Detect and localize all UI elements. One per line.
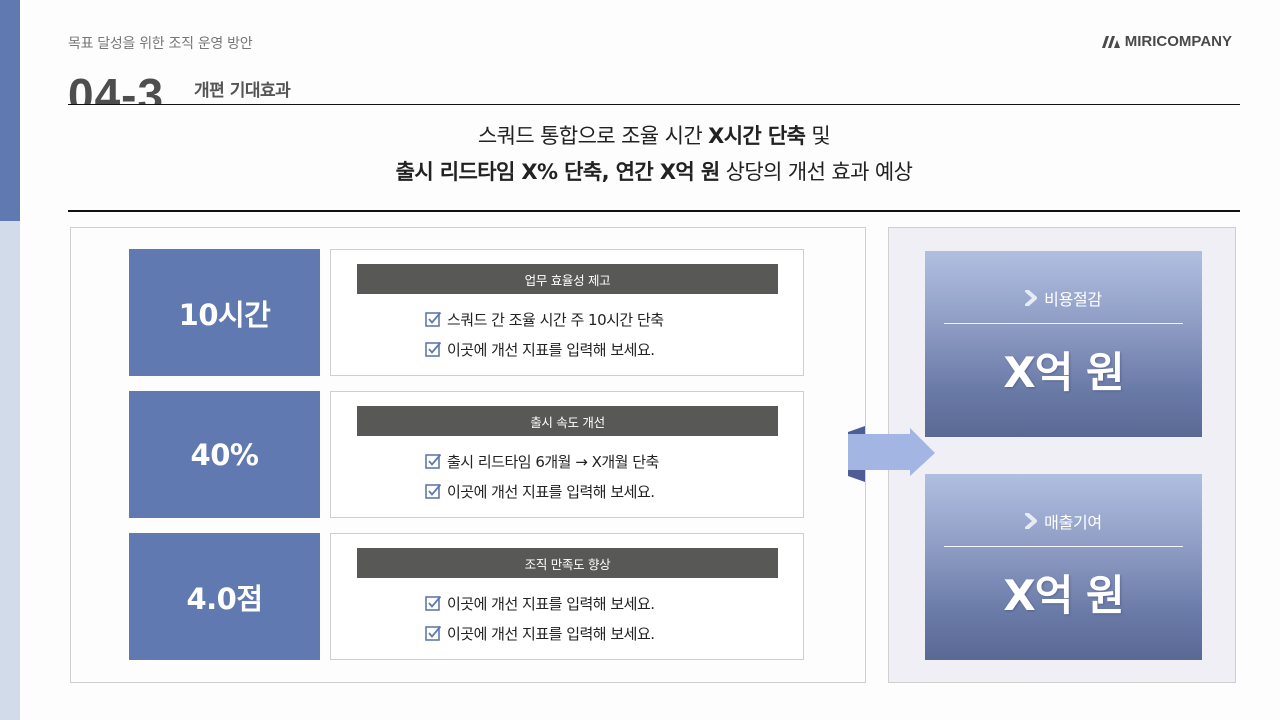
headline-line-1: 스쿼드 통합으로 조율 시간 X시간 단축 및	[68, 118, 1240, 154]
metric-value-box: 4.0점	[129, 533, 320, 660]
list-item-text: 이곳에 개선 지표를 입력해 보세요.	[447, 482, 655, 501]
list-item: 출시 리드타임 6개월 → X개월 단축	[425, 446, 659, 476]
metric-detail-list: 스쿼드 간 조율 시간 주 10시간 단축 이곳에 개선 지표를 입력해 보세요…	[425, 304, 664, 364]
list-item-text: 이곳에 개선 지표를 입력해 보세요.	[447, 340, 655, 359]
checkbox-checked-icon	[425, 453, 442, 469]
arrow-right-icon	[848, 426, 935, 482]
checkbox-checked-icon	[425, 483, 442, 499]
metric-value-box: 40%	[129, 391, 320, 518]
metric-detail-box: 조직 만족도 향상 이곳에 개선 지표를 입력해 보세요. 이곳에 개선 지표를…	[330, 533, 804, 660]
list-item-text: 이곳에 개선 지표를 입력해 보세요.	[447, 624, 655, 643]
logo-text: MIRICOMPANY	[1124, 33, 1232, 50]
metric-heading: 조직 만족도 향상	[357, 548, 778, 578]
headline-emphasis: 출시 리드타임 X% 단축, 연간 X억 원	[395, 160, 721, 184]
result-card-revenue-contribution: 매출기여 X억 원	[925, 474, 1202, 660]
headline-text: 상당의 개선 효과 예상	[719, 160, 913, 184]
side-strip-accent	[0, 0, 20, 221]
headline-line-2: 출시 리드타임 X% 단축, 연간 X억 원 상당의 개선 효과 예상	[68, 154, 1240, 190]
metric-heading: 업무 효율성 제고	[357, 264, 778, 294]
headline-text: 및	[805, 124, 831, 148]
logo-mark-icon	[1101, 35, 1120, 48]
result-divider	[944, 323, 1183, 324]
metric-detail-box: 출시 속도 개선 출시 리드타임 6개월 → X개월 단축 이곳에 개선 지표를…	[330, 391, 804, 518]
result-card-cost-saving: 비용절감 X억 원	[925, 251, 1202, 437]
metric-detail-list: 이곳에 개선 지표를 입력해 보세요. 이곳에 개선 지표를 입력해 보세요.	[425, 588, 655, 648]
metric-detail-list: 출시 리드타임 6개월 → X개월 단축 이곳에 개선 지표를 입력해 보세요.	[425, 446, 659, 506]
checkbox-checked-icon	[425, 595, 442, 611]
list-item: 이곳에 개선 지표를 입력해 보세요.	[425, 618, 655, 648]
section-title: 개편 기대효과	[194, 81, 291, 101]
list-item: 이곳에 개선 지표를 입력해 보세요.	[425, 588, 655, 618]
result-label-text: 비용절감	[1044, 290, 1102, 309]
side-strip	[0, 0, 20, 720]
list-item: 스쿼드 간 조율 시간 주 10시간 단축	[425, 304, 664, 334]
result-value: X억 원	[1003, 571, 1124, 620]
list-item-text: 이곳에 개선 지표를 입력해 보세요.	[447, 594, 655, 613]
headline: 스쿼드 통합으로 조율 시간 X시간 단축 및 출시 리드타임 X% 단축, 연…	[68, 118, 1240, 190]
chevron-right-icon	[1025, 513, 1038, 529]
section-title-bar: 04-3 개편 기대효과	[68, 62, 1240, 105]
company-logo: MIRICOMPANY	[1101, 33, 1232, 50]
metric-value-box: 10시간	[129, 249, 320, 376]
result-divider	[944, 546, 1183, 547]
section-number: 04-3	[68, 69, 165, 105]
list-item-text: 출시 리드타임 6개월 → X개월 단축	[447, 452, 659, 471]
list-item: 이곳에 개선 지표를 입력해 보세요.	[425, 476, 659, 506]
list-item: 이곳에 개선 지표를 입력해 보세요.	[425, 334, 664, 364]
metric-heading: 출시 속도 개선	[357, 406, 778, 436]
result-value: X억 원	[1003, 348, 1124, 397]
chevron-right-icon	[1025, 290, 1038, 306]
result-label: 비용절감	[925, 286, 1202, 310]
list-item-text: 스쿼드 간 조율 시간 주 10시간 단축	[447, 310, 664, 329]
headline-divider	[68, 210, 1240, 212]
breadcrumb: 목표 달성을 위한 조직 운영 방안	[68, 36, 253, 52]
checkbox-checked-icon	[425, 625, 442, 641]
metric-detail-box: 업무 효율성 제고 스쿼드 간 조율 시간 주 10시간 단축 이곳에 개선 지…	[330, 249, 804, 376]
result-label-text: 매출기여	[1044, 513, 1102, 532]
headline-emphasis: X시간 단축	[708, 124, 806, 148]
checkbox-checked-icon	[425, 341, 442, 357]
headline-text: 스쿼드 통합으로 조율 시간	[477, 124, 709, 148]
result-label: 매출기여	[925, 509, 1202, 533]
checkbox-checked-icon	[425, 311, 442, 327]
